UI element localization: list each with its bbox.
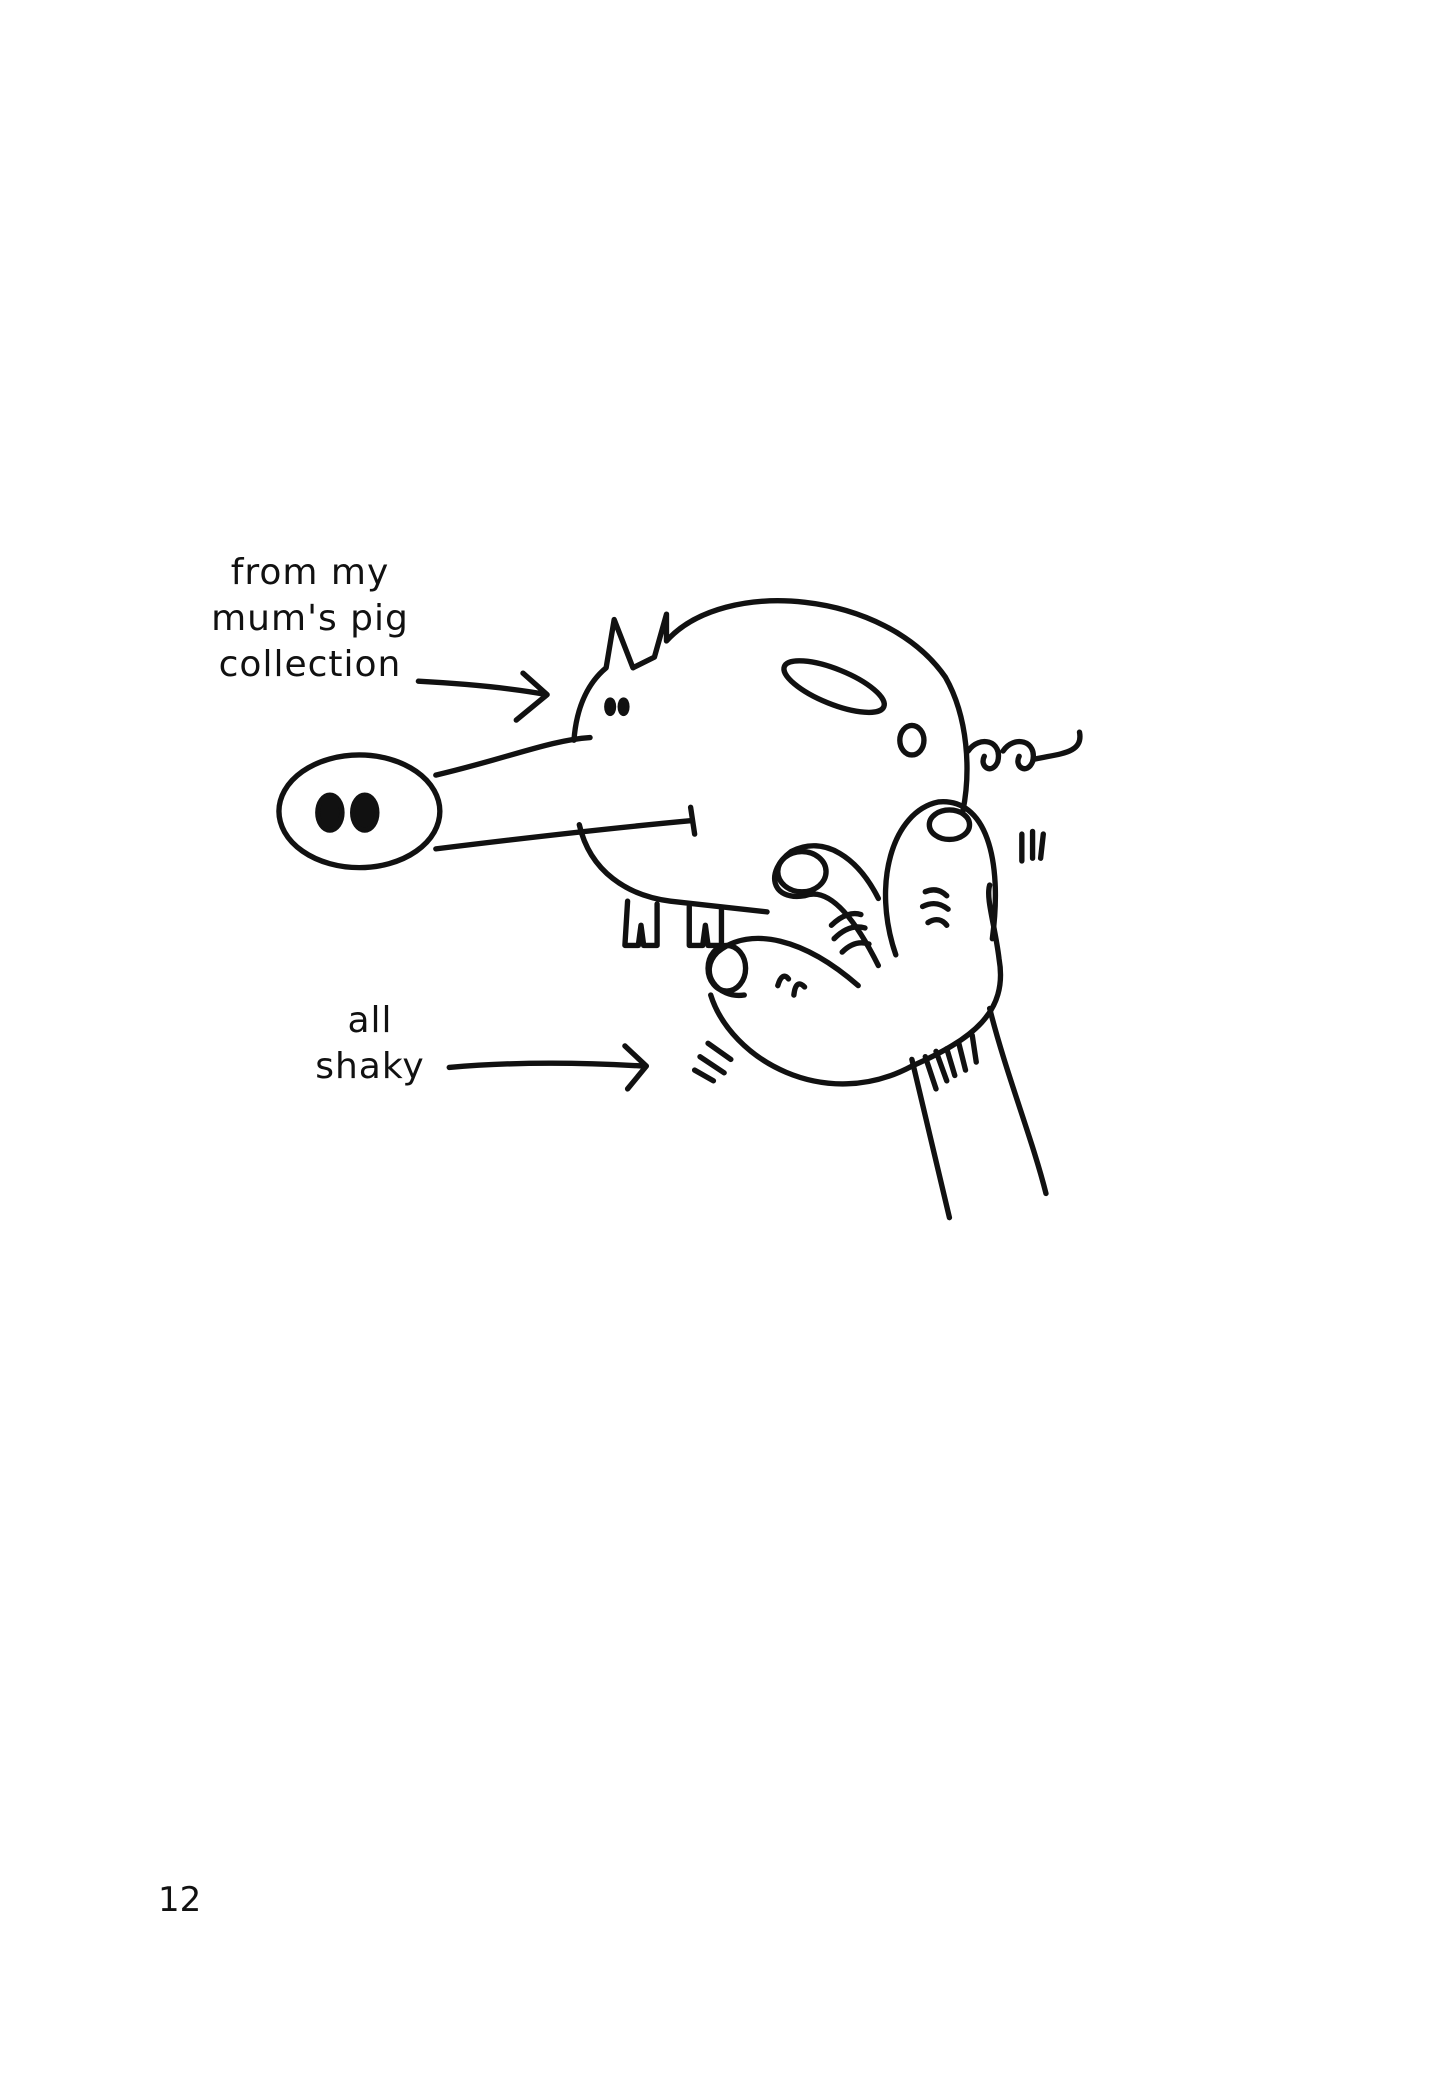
caption-line: shaky	[315, 1046, 425, 1087]
nostril-icon	[315, 792, 345, 833]
caption-line: collection	[218, 644, 402, 685]
pig-spot	[897, 722, 927, 758]
finger-front	[882, 799, 999, 958]
caption-line: from my	[230, 552, 390, 593]
fingernail	[775, 848, 829, 895]
pig-eye	[604, 697, 617, 717]
palm	[708, 882, 1004, 1087]
pig-body	[571, 598, 970, 814]
caption-all-shaky: all shaky	[300, 998, 440, 1090]
shake-lines	[691, 828, 1046, 1084]
pig-snout	[433, 734, 698, 852]
pig	[276, 598, 1083, 949]
nostril-icon	[350, 792, 380, 833]
caption-line: all	[347, 1000, 393, 1041]
fingernail	[705, 942, 749, 994]
pig-tail	[965, 729, 1083, 772]
caption-line: mum's pig	[211, 598, 409, 639]
arrow-to-pig	[415, 670, 550, 723]
coin-slot	[781, 658, 887, 716]
arrow-to-hand	[446, 1043, 650, 1092]
caption-pig-collection: from my mum's pig collection	[200, 550, 420, 688]
fingernail	[926, 807, 973, 843]
pig-belly	[576, 822, 770, 915]
pig-eye	[617, 697, 630, 717]
pig-snout-end	[276, 752, 443, 871]
knuckle-marks	[775, 887, 951, 998]
hand	[691, 799, 1049, 1221]
arm	[909, 1005, 1049, 1221]
page-number: 12	[158, 1880, 202, 1920]
